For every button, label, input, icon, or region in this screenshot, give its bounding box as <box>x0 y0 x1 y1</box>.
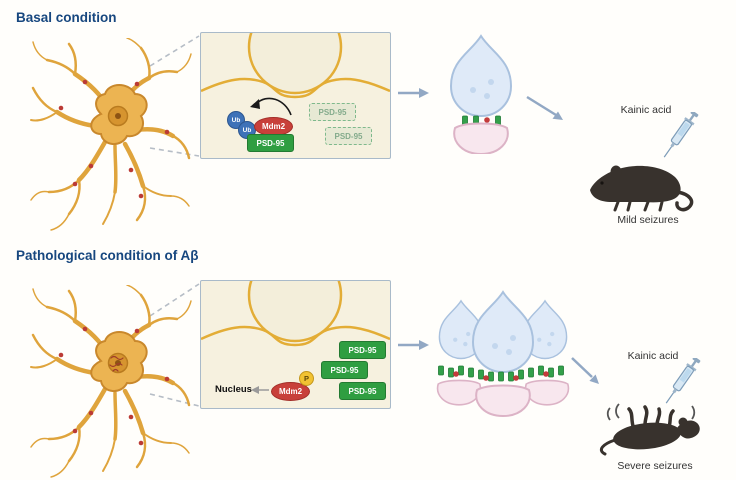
psd95-degraded-1: PSD-95 <box>309 103 356 121</box>
zoom-dashed-lines <box>149 35 200 407</box>
panel-title-pathological: Pathological condition of Aβ <box>16 248 199 263</box>
mouse-basal <box>588 163 694 212</box>
panel-title-basal: Basal condition <box>16 10 117 25</box>
psd95-stable-3: PSD-95 <box>339 382 386 400</box>
outcome-label-pathological: Severe seizures <box>617 460 693 472</box>
ubiquitination-arrow <box>250 97 292 116</box>
psd95-stable-2: PSD-95 <box>321 361 368 379</box>
neuron-pathological <box>25 285 195 480</box>
mdm2-pathological: Mdm2 <box>271 382 310 401</box>
translocation-arrow <box>251 386 269 394</box>
mouse-pathological <box>599 402 702 456</box>
flow-arrows <box>398 88 599 384</box>
nucleus-label: Nucleus <box>215 384 252 395</box>
psd95-stable-1: PSD-95 <box>339 341 386 359</box>
synapse-multi <box>436 291 570 417</box>
neuron-basal <box>25 38 195 233</box>
inset-basal: Ub Ub Mdm2 PSD-95 PSD-95 PSD-95 <box>200 32 391 159</box>
kainic-acid-label-pathological: Kainic acid <box>627 350 679 362</box>
psd95-basal: PSD-95 <box>247 134 294 152</box>
kainic-acid-label-basal: Kainic acid <box>620 104 672 116</box>
inset-pathological: Nucleus Mdm2 P PSD-95 PSD-95 PSD-95 <box>200 280 391 409</box>
psd95-degraded-2: PSD-95 <box>325 127 372 145</box>
phospho-tag: P <box>299 371 314 386</box>
synapse-single <box>450 35 512 154</box>
abeta-aggregates <box>109 355 124 372</box>
outcome-label-basal: Mild seizures <box>617 214 679 226</box>
